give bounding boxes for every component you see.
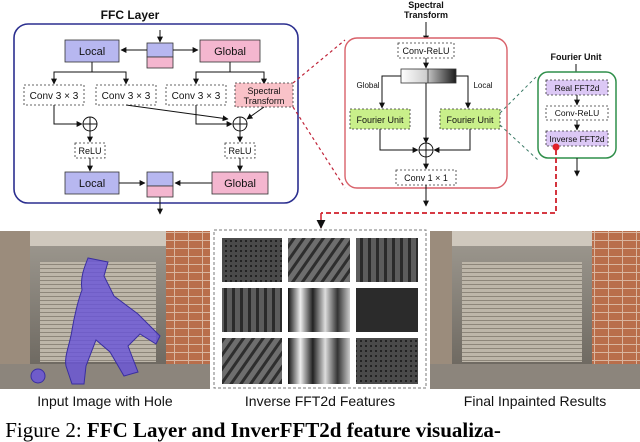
feature-map: [222, 338, 282, 384]
real-fft-label: Real FFT2d: [555, 83, 600, 93]
ball-mask: [30, 368, 46, 384]
local-label: Local: [79, 46, 105, 58]
result-label: Final Inpainted Results: [463, 393, 607, 409]
hole-mask: [65, 257, 161, 385]
arrow: [433, 129, 471, 153]
feature-map: [288, 338, 350, 384]
zoom-connector: [499, 124, 539, 161]
probe-connector: [321, 150, 557, 214]
input-image-label: Input Image with Hole: [37, 393, 173, 409]
left-wall: [0, 231, 30, 389]
conv-1x1-label: Conv 1 × 1: [404, 173, 448, 183]
arrow: [92, 71, 129, 85]
relu-label: ReLU: [228, 146, 251, 156]
spectral-title: Spectral: [408, 0, 444, 10]
ffc-title: FFC Layer: [101, 8, 160, 22]
brick-pillar: [592, 231, 640, 389]
ffc-layer-diagram: FFC Layer Local Global Conv 3 × 3 Conv 3…: [13, 8, 299, 215]
spectral-transform-box: [234, 82, 294, 108]
arrow: [379, 75, 401, 109]
feature-map: [222, 238, 282, 282]
conv-label: Conv 3 × 3: [172, 91, 221, 102]
zoom-connector: [292, 106, 346, 189]
garage-shutter: [462, 262, 582, 362]
caption-bold: FFC Layer and InverFFT2d feature visuali…: [86, 418, 501, 442]
feature-map: [356, 288, 418, 332]
arrow: [125, 104, 229, 122]
conv-label: Conv 3 × 3: [102, 91, 151, 102]
relu-label: ReLU: [78, 146, 101, 156]
fourier-unit-label: Fourier Unit: [356, 115, 404, 125]
caption-prefix: Figure 2:: [5, 418, 87, 442]
feature-map: [222, 288, 282, 332]
conv-relu-box: [545, 105, 609, 121]
ffc-input-global-part: [146, 56, 174, 69]
global-branch-label: Global: [356, 81, 379, 90]
global-label: Global: [214, 46, 246, 58]
global-output-label: Global: [224, 178, 256, 190]
arrow: [53, 105, 83, 127]
local-branch-label: Local: [473, 81, 492, 90]
arrow: [193, 62, 231, 85]
feature-map: [288, 238, 350, 282]
features-label: Inverse FFT2d Features: [244, 393, 396, 409]
spectral-transform-diagram: Spectral Transform Conv-ReLU Global Loca…: [344, 0, 508, 207]
conv-label: Conv 3 × 3: [30, 91, 79, 102]
zoom-connector: [292, 39, 346, 84]
fourier-unit-label: Fourier Unit: [446, 115, 494, 125]
ffc-output-local-part: [146, 171, 174, 187]
arrow: [230, 71, 267, 85]
pavement: [430, 364, 640, 389]
result-image-panel: [430, 231, 640, 389]
zoom-connector: [499, 74, 539, 114]
arrow: [379, 129, 419, 153]
arrow: [456, 75, 471, 109]
conv-relu-label: Conv-ReLU: [402, 46, 449, 56]
feature-map: [356, 238, 418, 282]
fourier-title: Fourier Unit: [551, 52, 602, 62]
conv-relu-box: [397, 42, 455, 59]
inverse-fft-label: Inverse FFT2d: [549, 134, 605, 144]
conv-relu-label: Conv-ReLU: [555, 108, 599, 118]
ffc-input-local-part: [146, 42, 174, 58]
arrow: [195, 105, 233, 127]
local-output-label: Local: [79, 178, 105, 190]
figure-caption: Figure 2: FFC Layer and InverFFT2d featu…: [0, 418, 640, 442]
arrow: [246, 106, 265, 120]
feature-split-bar: [400, 68, 457, 84]
spectral-title: Transform: [404, 10, 448, 20]
fourier-unit-diagram: Fourier Unit Real FFT2d Conv-ReLU Invers…: [537, 52, 617, 177]
inverse-fft-box: [545, 130, 609, 147]
spectral-transform-label: Transform: [244, 96, 285, 106]
features-panel: [213, 229, 427, 389]
ffc-output-global-part: [146, 185, 174, 198]
feature-map: [356, 338, 418, 384]
feature-map: [288, 288, 350, 332]
probe-point: [552, 143, 560, 151]
brick-pillar: [166, 231, 210, 389]
input-image-panel: [0, 231, 210, 389]
spectral-transform-label: Spectral: [247, 86, 280, 96]
left-wall: [430, 231, 452, 389]
arrow: [51, 62, 93, 85]
